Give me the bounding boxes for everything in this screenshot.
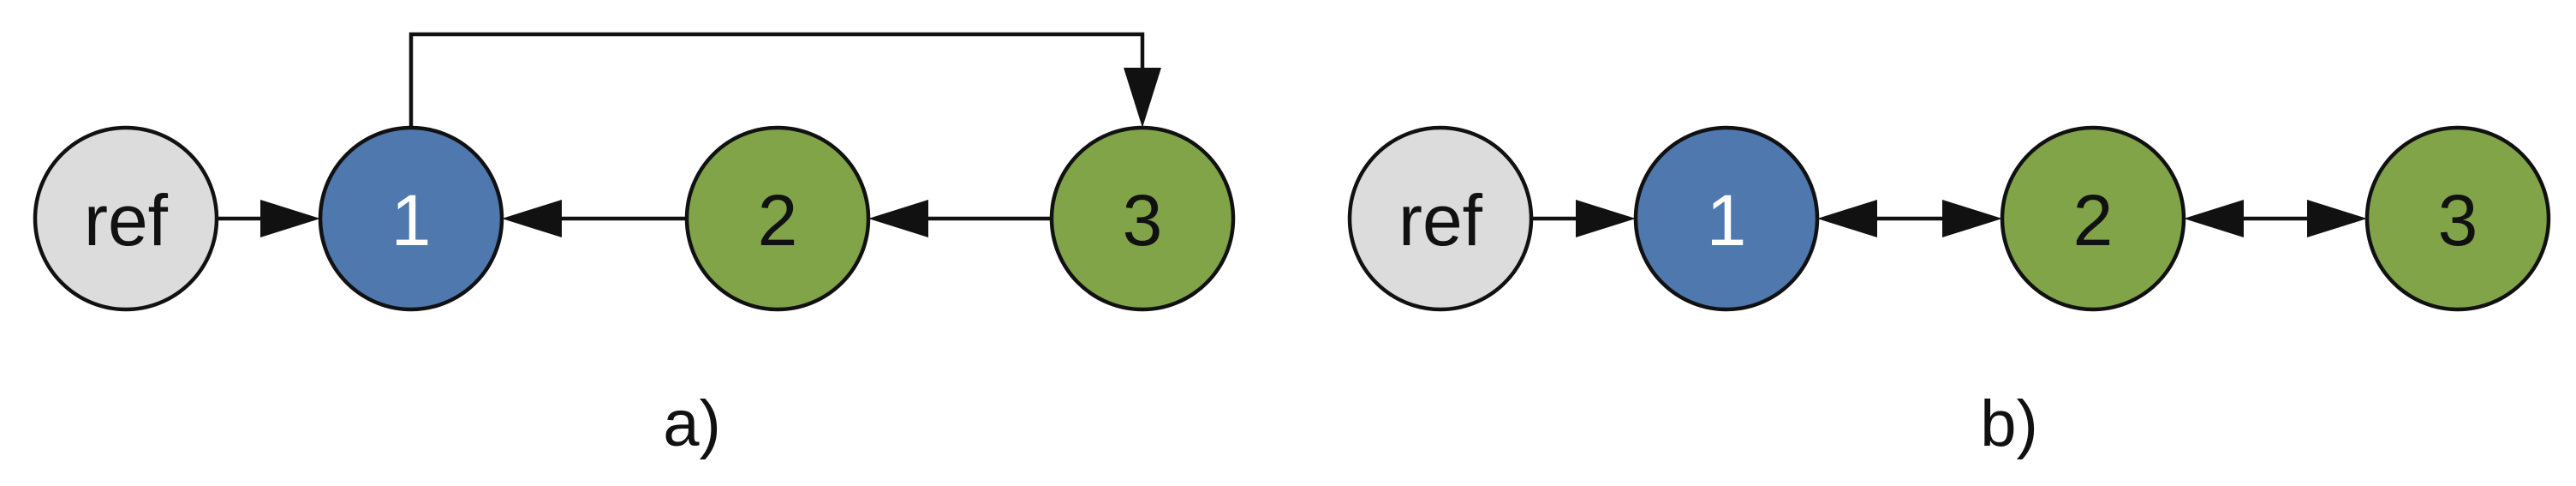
- arrowhead: [1817, 200, 1877, 237]
- edge-2-to-1: [502, 200, 687, 237]
- node-2: 2: [684, 125, 871, 312]
- node-circle: [1049, 125, 1236, 312]
- edge-3-to-2: [868, 200, 1052, 237]
- edge-line: [408, 32, 1145, 128]
- node-ref: ref: [33, 125, 219, 312]
- diagram-b: ref 1 2 3 b): [1347, 125, 2551, 460]
- node-label: ref: [84, 180, 169, 261]
- node-label: ref: [1398, 180, 1483, 261]
- arrowhead: [1576, 200, 1636, 237]
- arrowhead: [1942, 200, 2002, 237]
- arrowhead: [2307, 200, 2367, 237]
- edge-ref-to-1: [1531, 200, 1636, 237]
- edge-2-to-3: [2184, 200, 2367, 237]
- arrowhead: [2184, 200, 2244, 237]
- node-label: 2: [758, 180, 798, 261]
- node-1: 1: [318, 125, 504, 312]
- node-3: 3: [2364, 125, 2551, 312]
- diagram-a: ref 1 2 3 a): [33, 32, 1236, 460]
- edge-1-to-3: [408, 32, 1161, 128]
- edge-ref-to-1: [217, 200, 320, 237]
- arrowhead: [1124, 68, 1161, 128]
- node-label: 1: [391, 180, 432, 261]
- node-circle: [318, 125, 504, 312]
- node-circle: [1633, 125, 1820, 312]
- node-circle: [684, 125, 871, 312]
- node-label: 3: [1123, 180, 1163, 261]
- caption-a: a): [663, 387, 721, 460]
- arrowhead: [868, 200, 928, 237]
- arrowhead: [502, 200, 562, 237]
- caption-b: b): [1980, 387, 2038, 460]
- node-ref: ref: [1347, 125, 1534, 312]
- node-label: 2: [2073, 180, 2114, 261]
- node-1: 1: [1633, 125, 1820, 312]
- node-circle: [2364, 125, 2551, 312]
- node-label: 3: [2438, 180, 2478, 261]
- arrowhead: [260, 200, 320, 237]
- node-3: 3: [1049, 125, 1236, 312]
- node-circle: [1347, 125, 1534, 312]
- node-circle: [33, 125, 219, 312]
- node-label: 1: [1707, 180, 1747, 261]
- edge-1-to-2: [1817, 200, 2002, 237]
- node-2: 2: [2000, 125, 2186, 312]
- node-circle: [2000, 125, 2186, 312]
